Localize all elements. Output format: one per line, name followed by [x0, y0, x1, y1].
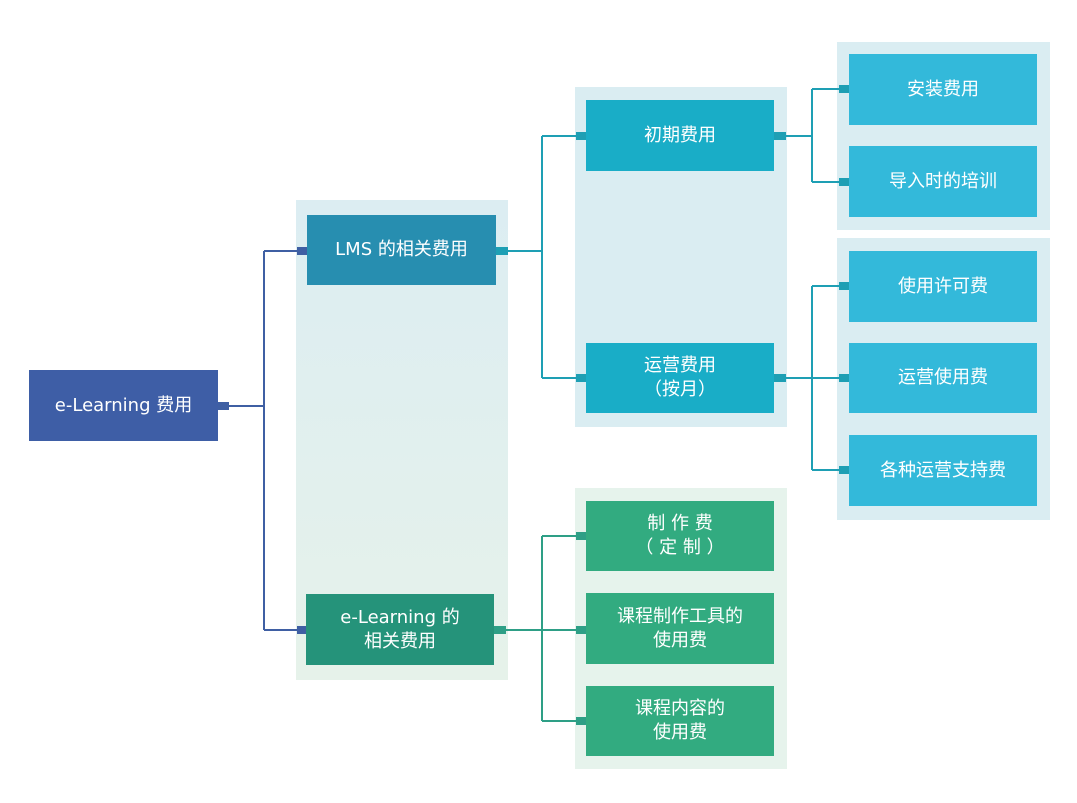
- elearning-related-cost-node[interactable]: e-Learning 的 相关费用: [306, 594, 494, 665]
- root-connectors: [217, 247, 307, 634]
- lms-related-cost-node[interactable]: LMS 的相关费用: [307, 215, 496, 285]
- initial-cost-node[interactable]: 初期费用: [586, 100, 774, 171]
- lms-connectors: [496, 132, 586, 382]
- operation-usage-fee-node[interactable]: 运营使用费: [849, 343, 1037, 413]
- authoring-tool-fee-node[interactable]: 课程制作工具的 使用费: [586, 593, 774, 664]
- installation-cost-node[interactable]: 安装费用: [849, 54, 1037, 125]
- operation-cost-monthly-node[interactable]: 运营费用 （按月）: [586, 343, 774, 413]
- elearning-connectors: [494, 532, 586, 725]
- onboarding-training-node[interactable]: 导入时的培训: [849, 146, 1037, 217]
- operation-support-fee-node[interactable]: 各种运营支持费: [849, 435, 1037, 506]
- root-node-elearning-cost[interactable]: e-Learning 费用: [29, 370, 218, 441]
- operation-cost-connectors: [774, 282, 849, 474]
- course-content-fee-node[interactable]: 课程内容的 使用费: [586, 686, 774, 756]
- initial-cost-connectors: [774, 85, 849, 186]
- production-cost-custom-node[interactable]: 制 作 费 （ 定 制 ）: [586, 501, 774, 571]
- license-fee-node[interactable]: 使用许可费: [849, 251, 1037, 322]
